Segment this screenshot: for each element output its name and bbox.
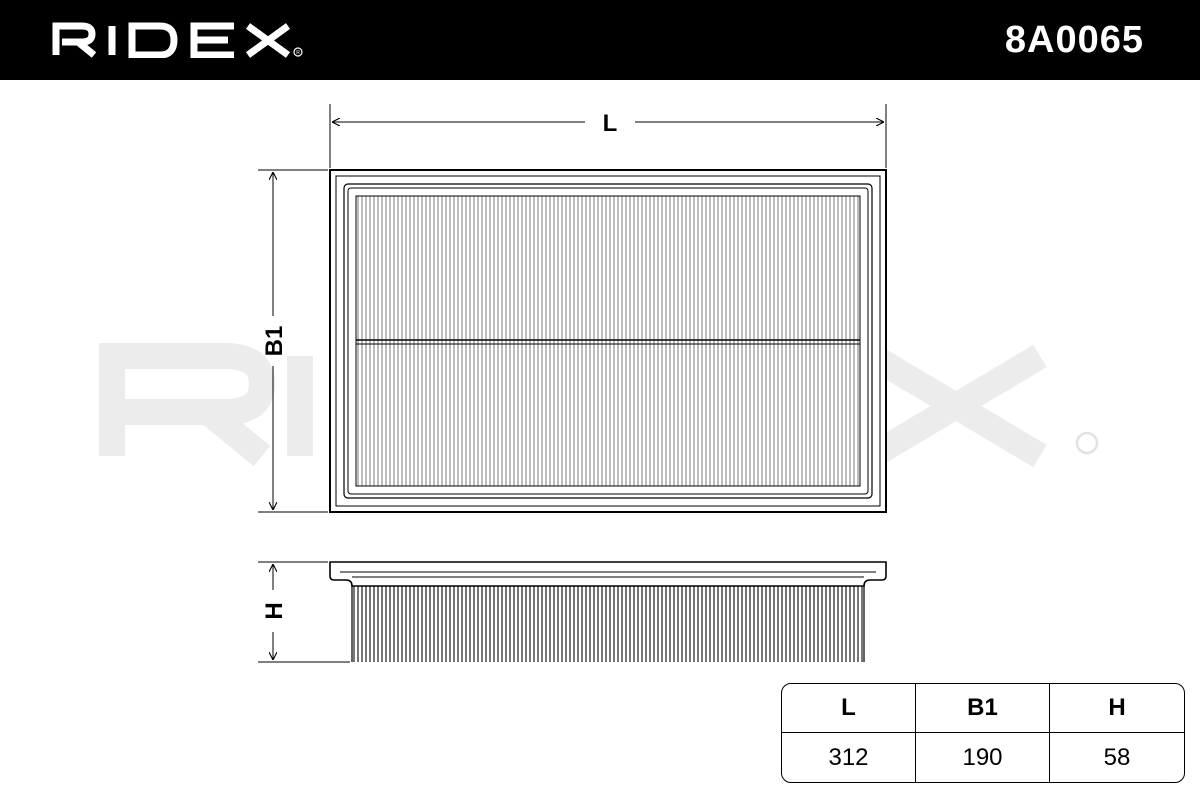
table-value-width: 190 [916,733,1050,782]
width-dimension: B1 [258,169,328,513]
filter-top-view [329,169,887,513]
table-value-height: 58 [1103,743,1131,771]
width-label: B1 [261,326,288,357]
dimensions-table: L B1 H 312 190 58 [781,683,1185,783]
height-label: H [261,602,288,619]
table-value-length: 312 [782,733,916,782]
registered-mark: R [296,50,300,56]
header-bar: R 8A0065 [0,0,1200,80]
length-dimension: L [329,104,887,168]
table-header-height: H [1050,684,1184,733]
length-label: L [603,110,618,137]
ridex-logo: R [52,22,303,58]
watermark-registered-icon [1075,431,1099,455]
table-header-length: L [782,684,916,733]
table-header-width: B1 [916,684,1050,733]
part-number: 8A0065 [1004,19,1144,61]
filter-side-view [329,561,887,662]
height-dimension: H [258,561,350,663]
technical-drawing: L B1 H [99,104,1099,663]
